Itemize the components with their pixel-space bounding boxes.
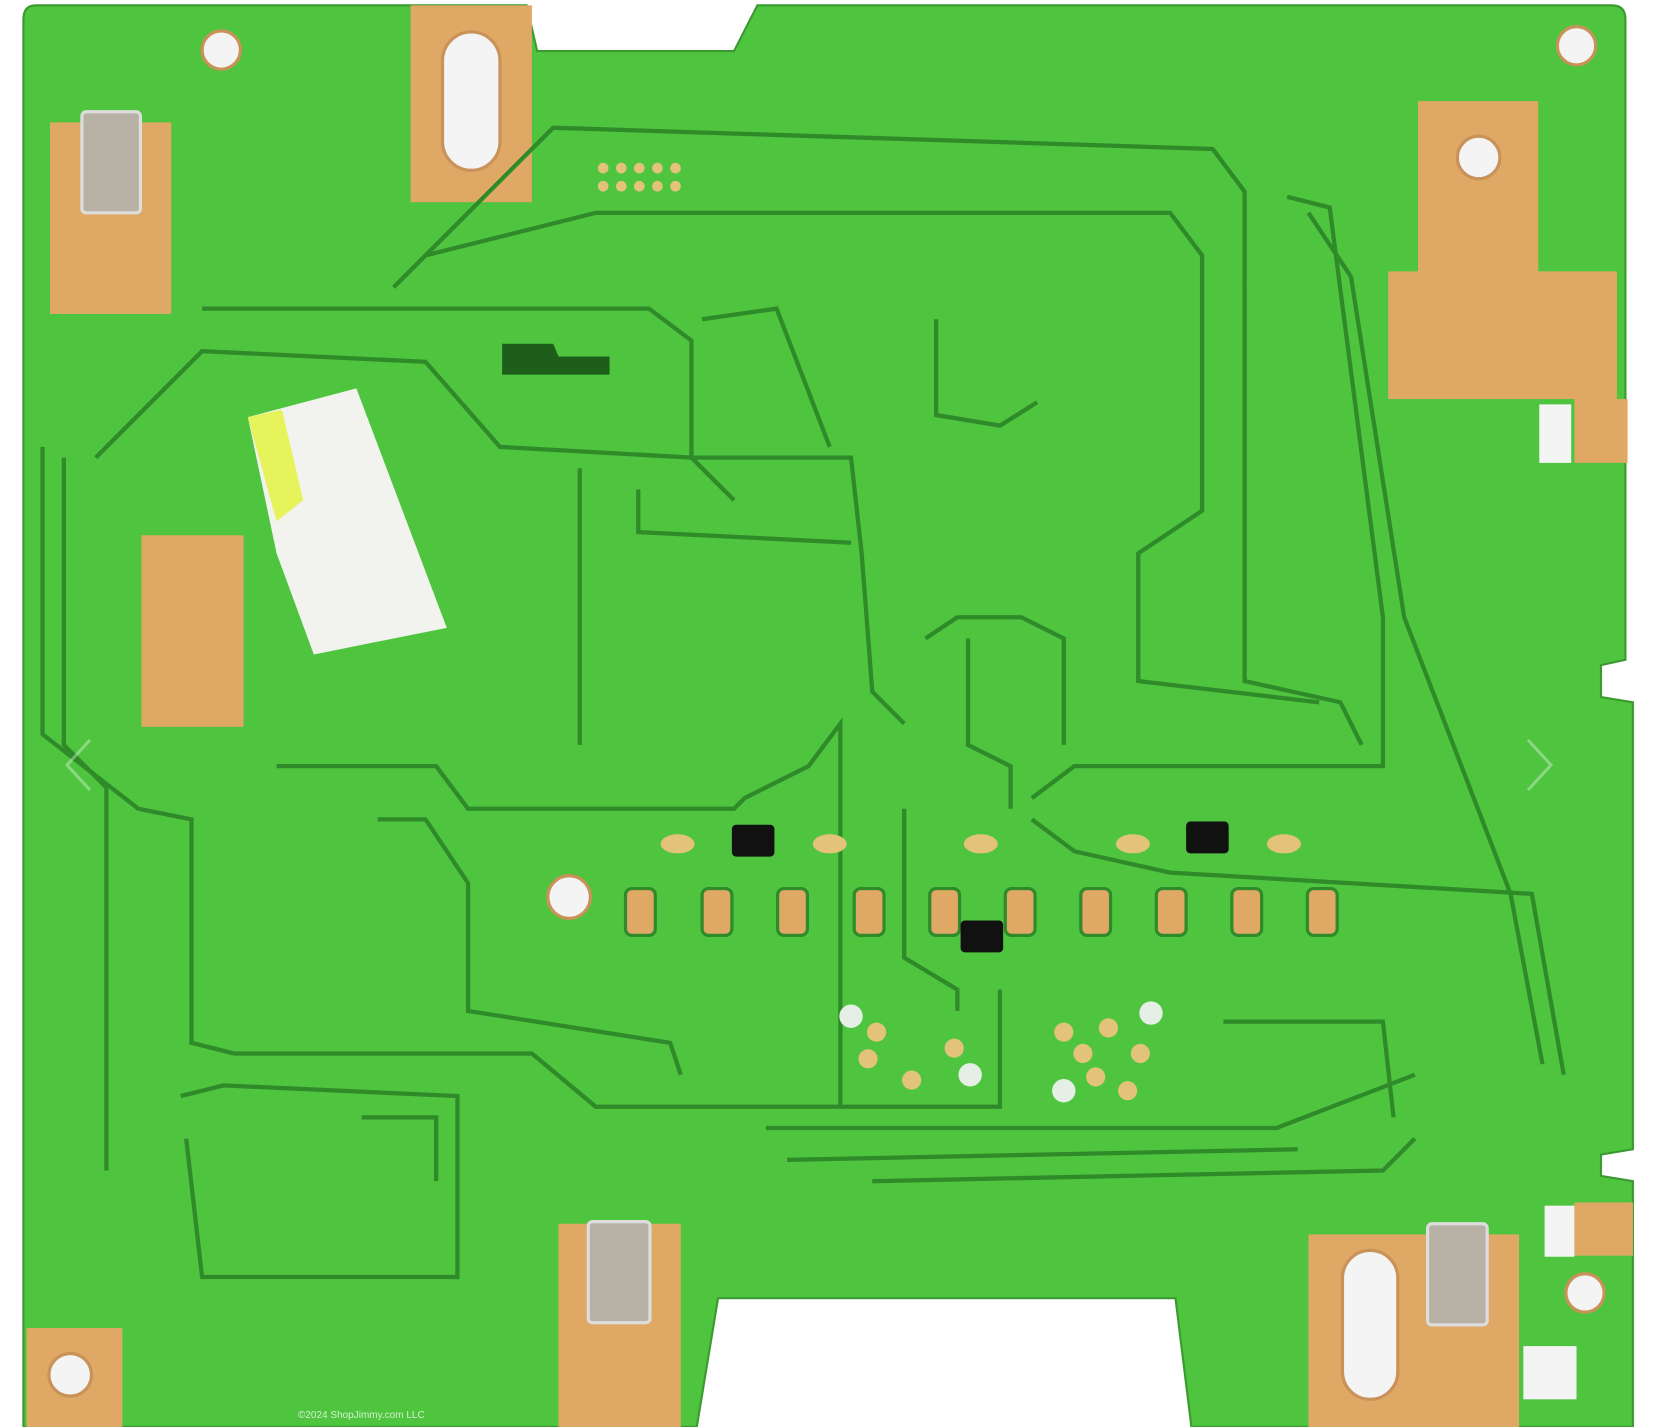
sticker	[247, 388, 447, 655]
carousel-next-button[interactable]	[1513, 730, 1563, 800]
chevron-right-icon	[1526, 738, 1554, 792]
board-outline	[22, 4, 1634, 1427]
dark-copper-areas	[502, 343, 610, 375]
carousel-prev-button[interactable]	[55, 730, 105, 800]
white-vias	[839, 1001, 1163, 1103]
white-slots	[1523, 404, 1577, 1400]
small-pads	[597, 162, 1301, 1101]
ic-chips	[731, 821, 1229, 953]
connector-clips	[80, 110, 1489, 1327]
through-hole-pads	[623, 886, 1339, 937]
mounting-holes	[47, 25, 1606, 1401]
chevron-left-icon	[64, 738, 92, 792]
traces	[40, 125, 1566, 1280]
watermark: ©2024 ShopJimmy.com LLC	[298, 1410, 425, 1421]
